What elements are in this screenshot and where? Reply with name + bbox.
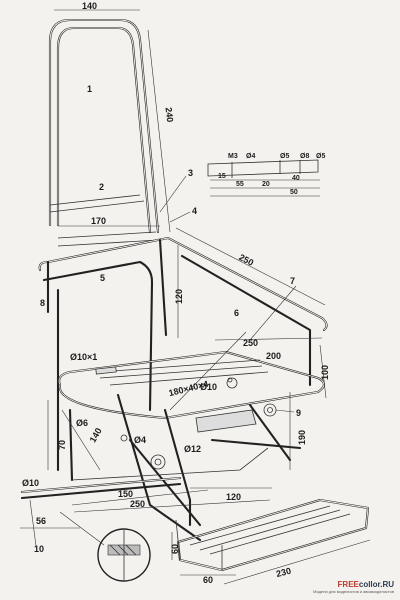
detail-55: 55 [236,181,244,188]
dim-190: 190 [297,430,307,445]
dim-70: 70 [57,440,67,450]
part-label-8: 8 [40,298,45,308]
dim-200: 200 [266,351,281,361]
watermark: FREEcollor.RU Модели для моделистов и ав… [313,580,394,594]
detail-inset [59,511,151,582]
armrest-frame [38,236,328,472]
detail-20: 20 [262,181,270,188]
dim-4: Ø4 [134,435,146,445]
dim-10x1: Ø10×1 [70,352,97,362]
part-label-5: 5 [100,273,105,283]
callout-leaders [29,175,297,547]
dim-250-side: 250 [237,252,255,268]
dim-12: Ø12 [184,444,201,454]
detail-50: 50 [290,189,298,196]
dim-6: Ø6 [76,418,88,428]
part-label-3: 3 [188,168,193,178]
detail-m3: M3 [228,153,238,160]
lower-frame [20,377,302,542]
part-label-10: 10 [34,544,44,554]
detail-phi5b: Ø5 [316,153,325,160]
seat-frame [58,350,326,420]
dim-120-back: 120 [174,289,184,304]
detail-phi8: Ø8 [300,153,309,160]
dim-10-axle: Ø10 [200,382,217,392]
dim-60-side: 60 [170,544,180,554]
part-label-2: 2 [99,182,104,192]
detail-40: 40 [292,175,300,182]
dim-250-bottom: 250 [130,499,145,509]
watermark-subtitle: Модели для моделистов и авиамоделистов [313,589,394,594]
part-label-1: 1 [87,84,92,94]
backrest-frame [48,18,160,247]
part-label-9: 9 [296,408,301,418]
dim-140-top: 140 [82,1,97,11]
dim-140-left: 140 [88,426,104,444]
watermark-brand-a: FREE [337,580,359,589]
dim-150: 150 [118,489,133,499]
watermark-brand-b: collor.RU [358,580,394,589]
part-label-6: 6 [234,308,239,318]
dim-100: 100 [320,365,330,380]
dim-10-foot: Ø10 [22,478,39,488]
dim-170: 170 [91,216,106,226]
detail-phi5a: Ø5 [280,153,289,160]
dim-250-seat: 250 [243,338,258,348]
dim-60-bottom: 60 [203,575,213,585]
dimension-lines [20,9,371,585]
part-label-7: 7 [290,276,295,286]
detail-phi4: Ø4 [246,153,255,160]
dim-240: 240 [164,107,176,123]
part-label-4: 4 [192,206,197,216]
detail-15: 15 [218,173,226,180]
dim-230: 230 [275,566,292,579]
footrest-frame [175,498,370,572]
pin-detail [207,159,320,197]
dim-56: 56 [36,516,46,526]
watermark-brand[interactable]: FREEcollor.RU [313,580,394,589]
dim-120-bottom: 120 [226,492,241,502]
